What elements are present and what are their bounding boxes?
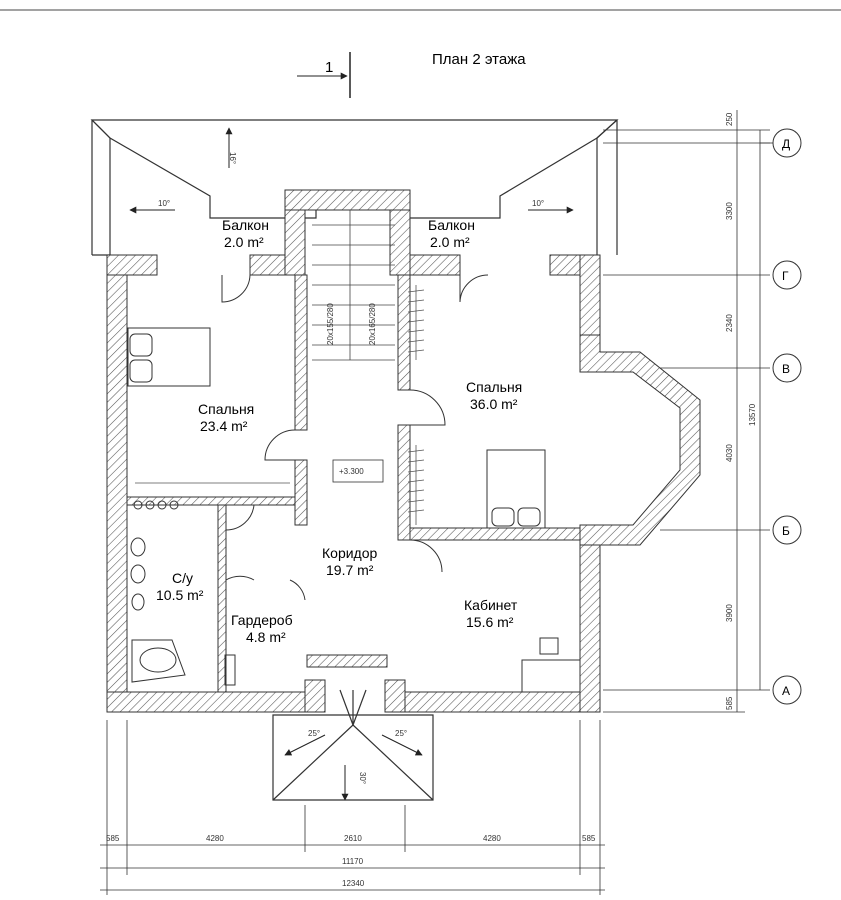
bed-left	[127, 327, 211, 387]
dim-v-4030: 4030	[725, 444, 734, 462]
svg-text:+3.300: +3.300	[339, 467, 364, 476]
svg-text:2.0 m²: 2.0 m²	[224, 234, 264, 250]
slope-arrow-16: 16°	[225, 127, 237, 168]
bathroom-fixtures	[130, 500, 236, 686]
svg-text:Д: Д	[782, 137, 790, 151]
room-label-bedroom-right: Спальня 36.0 m²	[466, 379, 522, 412]
slope-arrow-30: 30°	[341, 765, 367, 801]
dim-v-13570: 13570	[748, 403, 757, 426]
svg-text:25°: 25°	[395, 729, 407, 738]
svg-text:25°: 25°	[308, 729, 320, 738]
svg-text:23.4 m²: 23.4 m²	[200, 418, 248, 434]
svg-text:1: 1	[325, 59, 333, 76]
dim-v-3300: 3300	[725, 202, 734, 220]
slope-arrow-10-right: 10°	[528, 199, 574, 214]
closet-hangers	[135, 285, 425, 525]
svg-text:А: А	[782, 684, 790, 698]
room-label-balcony-right: Балкон 2.0 m²	[428, 217, 475, 250]
slope-arrow-25-right: 25°	[381, 729, 423, 756]
bed-right	[486, 449, 546, 529]
axis-marker-v: В	[772, 353, 802, 383]
svg-text:Спальня: Спальня	[198, 401, 254, 417]
svg-text:Балкон: Балкон	[428, 217, 475, 233]
svg-text:В: В	[782, 362, 790, 376]
dim-h-12340: 12340	[342, 879, 365, 888]
dim-h-585-left: 585	[106, 834, 120, 843]
axis-marker-g: Г	[772, 260, 802, 290]
svg-text:С/у: С/у	[172, 570, 193, 586]
desk	[521, 637, 581, 693]
dim-h-4280-right: 4280	[483, 834, 501, 843]
svg-text:10.5 m²: 10.5 m²	[156, 587, 204, 603]
axis-marker-a: А	[772, 675, 802, 705]
room-label-office: Кабинет 15.6 m²	[464, 597, 518, 630]
svg-text:Балкон: Балкон	[222, 217, 269, 233]
door-swings	[221, 274, 489, 601]
exterior-walls	[106, 189, 701, 713]
dim-v-585: 585	[725, 696, 734, 710]
room-label-wardrobe: Гардероб 4.8 m²	[231, 612, 293, 645]
dim-v-2340: 2340	[725, 314, 734, 332]
svg-text:Кабинет: Кабинет	[464, 597, 518, 613]
level-mark: +3.300	[332, 459, 384, 483]
svg-text:19.7 m²: 19.7 m²	[326, 562, 374, 578]
dim-h-2610: 2610	[344, 834, 362, 843]
dim-h-585-right: 585	[582, 834, 596, 843]
axis-marker-d: Д	[760, 128, 802, 158]
svg-text:Гардероб: Гардероб	[231, 612, 293, 628]
svg-text:Г: Г	[782, 269, 789, 283]
room-label-bathroom: С/у 10.5 m²	[156, 570, 204, 603]
dim-h-4280-left: 4280	[206, 834, 224, 843]
svg-text:10°: 10°	[532, 199, 544, 208]
svg-text:15.6 m²: 15.6 m²	[466, 614, 514, 630]
vertical-dimensions	[603, 110, 770, 713]
roof-upper	[90, 119, 619, 256]
dim-v-3900: 3900	[725, 604, 734, 622]
room-label-balcony-left: Балкон 2.0 m²	[222, 217, 269, 250]
slope-arrow-25-left: 25°	[284, 729, 326, 756]
stair-label-left: 20х155/280	[326, 303, 335, 345]
svg-text:30°: 30°	[358, 772, 367, 784]
staircase	[312, 210, 395, 361]
svg-text:4.8 m²: 4.8 m²	[246, 629, 286, 645]
roof-lower	[272, 689, 434, 801]
svg-text:2.0 m²: 2.0 m²	[430, 234, 470, 250]
section-mark: 1	[297, 52, 351, 98]
plan-title: План 2 этажа	[432, 51, 526, 68]
svg-text:Спальня: Спальня	[466, 379, 522, 395]
svg-text:16°: 16°	[228, 152, 237, 164]
stair-label-right: 20х165/280	[368, 303, 377, 345]
room-label-corridor: Коридор 19.7 m²	[322, 545, 378, 578]
svg-text:Коридор: Коридор	[322, 545, 378, 561]
bottom-dimensions	[100, 720, 605, 895]
interior-walls	[126, 274, 581, 693]
svg-text:10°: 10°	[158, 199, 170, 208]
dim-h-11170: 11170	[342, 857, 364, 866]
axis-marker-b: Б	[772, 515, 802, 545]
svg-text:Б: Б	[782, 524, 790, 538]
dim-v-250: 250	[725, 112, 734, 126]
room-label-bedroom-left: Спальня 23.4 m²	[198, 401, 254, 434]
svg-text:36.0 m²: 36.0 m²	[470, 396, 518, 412]
slope-arrow-10-left: 10°	[129, 199, 175, 214]
